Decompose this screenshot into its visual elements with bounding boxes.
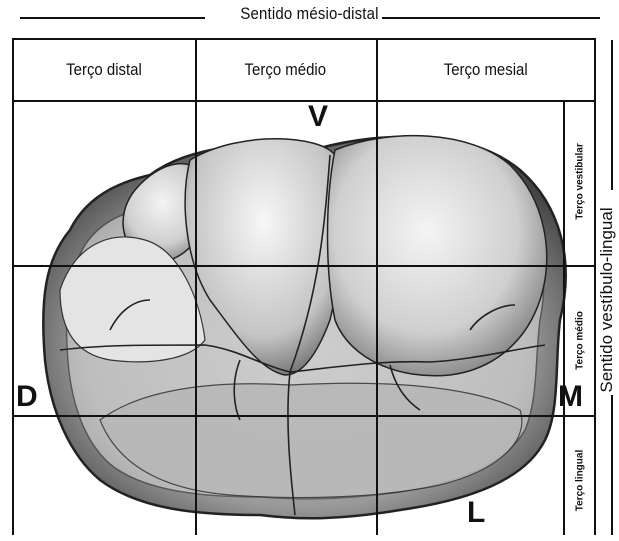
top-axis-title: Sentido mésio-distal — [0, 0, 619, 28]
row-label-lingual: Terço lingual — [575, 421, 586, 541]
column-header-row: Terço distal Terço médio Terço mesial — [12, 38, 596, 101]
top-axis-label: Sentido mésio-distal — [37, 4, 582, 24]
side-axis-rule-top — [611, 40, 613, 190]
marker-lingual: L — [467, 498, 485, 528]
grid-line-col-2 — [376, 38, 378, 535]
grid-line-row-2 — [12, 415, 596, 417]
grid-line-row-1 — [12, 265, 596, 267]
marker-distal: D — [16, 382, 38, 412]
grid-frame — [12, 38, 596, 535]
column-header-mesial: Terço mesial — [376, 38, 596, 101]
marker-mesial: M — [558, 382, 583, 412]
side-axis-rule-bottom — [611, 395, 613, 535]
row-label-vestibular: Terço vestibular — [575, 122, 586, 242]
grid-line-header — [12, 100, 596, 102]
grid-line-col-3 — [563, 100, 565, 535]
side-axis-label: Sentido vestíbulo-lingual — [597, 120, 617, 480]
marker-vestibular: V — [308, 102, 328, 132]
column-header-medio: Terço médio — [195, 38, 376, 101]
grid-line-col-1 — [195, 38, 197, 535]
column-header-distal: Terço distal — [12, 38, 195, 101]
